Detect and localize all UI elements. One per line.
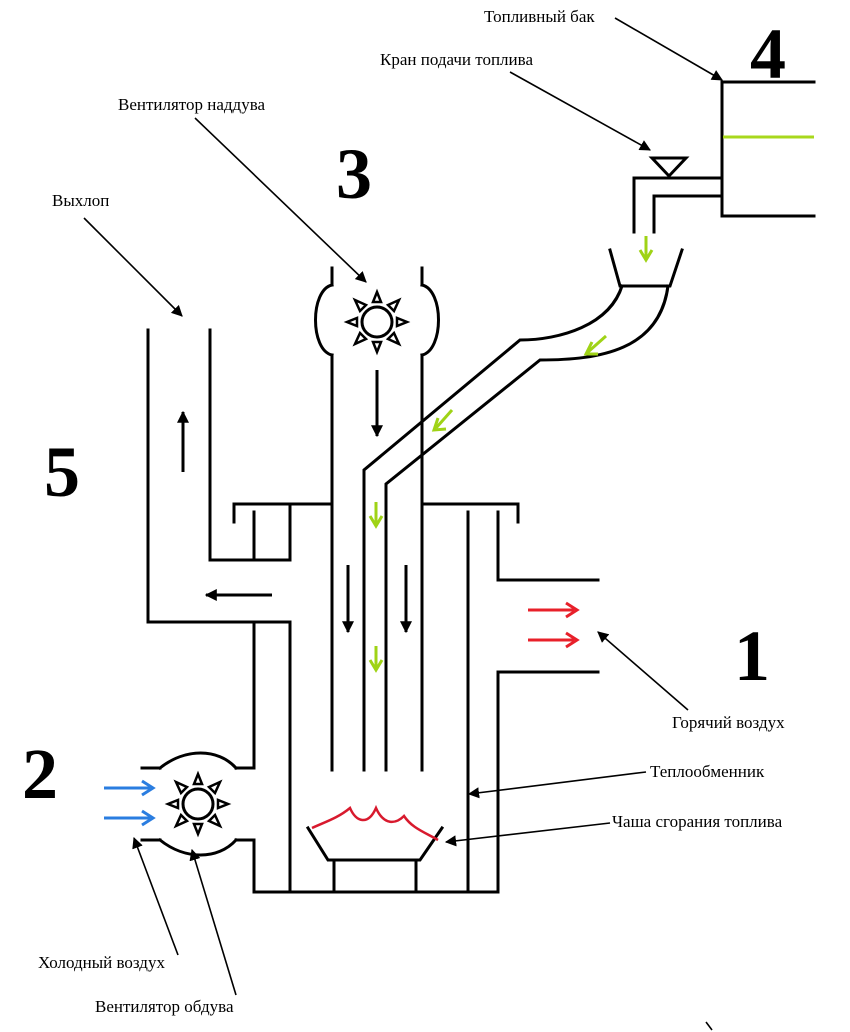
exhaust-stack	[146, 328, 292, 624]
number-2: 2	[22, 734, 58, 814]
label-fuel-valve: Кран подачи топлива	[380, 50, 533, 69]
label-combustion-cup: Чаша сгорания топлива	[612, 812, 783, 831]
air-flow-arrows	[177, 370, 412, 634]
heater-body	[252, 620, 500, 894]
number-5: 5	[44, 432, 80, 512]
fuel-line	[362, 284, 670, 772]
label-hot-air: Горячий воздух	[672, 713, 785, 732]
number-1: 1	[734, 616, 770, 696]
label-blower-fan: Вентилятор обдува	[95, 997, 234, 1016]
fan-icon	[164, 770, 232, 838]
label-fuel-tank: Топливный бак	[484, 7, 595, 26]
label-cold-air: Холодный воздух	[38, 953, 165, 972]
label-heat-exchanger: Теплообменник	[650, 762, 765, 781]
fan-icon	[343, 288, 411, 356]
fuel-supply-pipe	[632, 156, 724, 234]
label-boost-fan: Вентилятор наддува	[118, 95, 266, 114]
heat-exchanger-cap	[232, 502, 520, 894]
leader-lines	[83, 17, 723, 1031]
hot-air-outlet	[496, 578, 600, 894]
fuel-funnel	[608, 248, 684, 288]
boost-fan-housing	[314, 266, 440, 772]
blower-fan-housing	[140, 751, 256, 857]
flame-icon	[311, 804, 439, 842]
fuel-flow-arrows	[368, 236, 654, 673]
cold-air-arrows	[104, 779, 156, 827]
label-exhaust: Выхлоп	[52, 191, 109, 210]
hot-air-arrows	[528, 601, 580, 649]
fuel-tank	[720, 80, 816, 218]
fuel-valve-icon	[648, 156, 690, 179]
number-3: 3	[336, 134, 372, 214]
combustion-cup	[305, 804, 445, 894]
